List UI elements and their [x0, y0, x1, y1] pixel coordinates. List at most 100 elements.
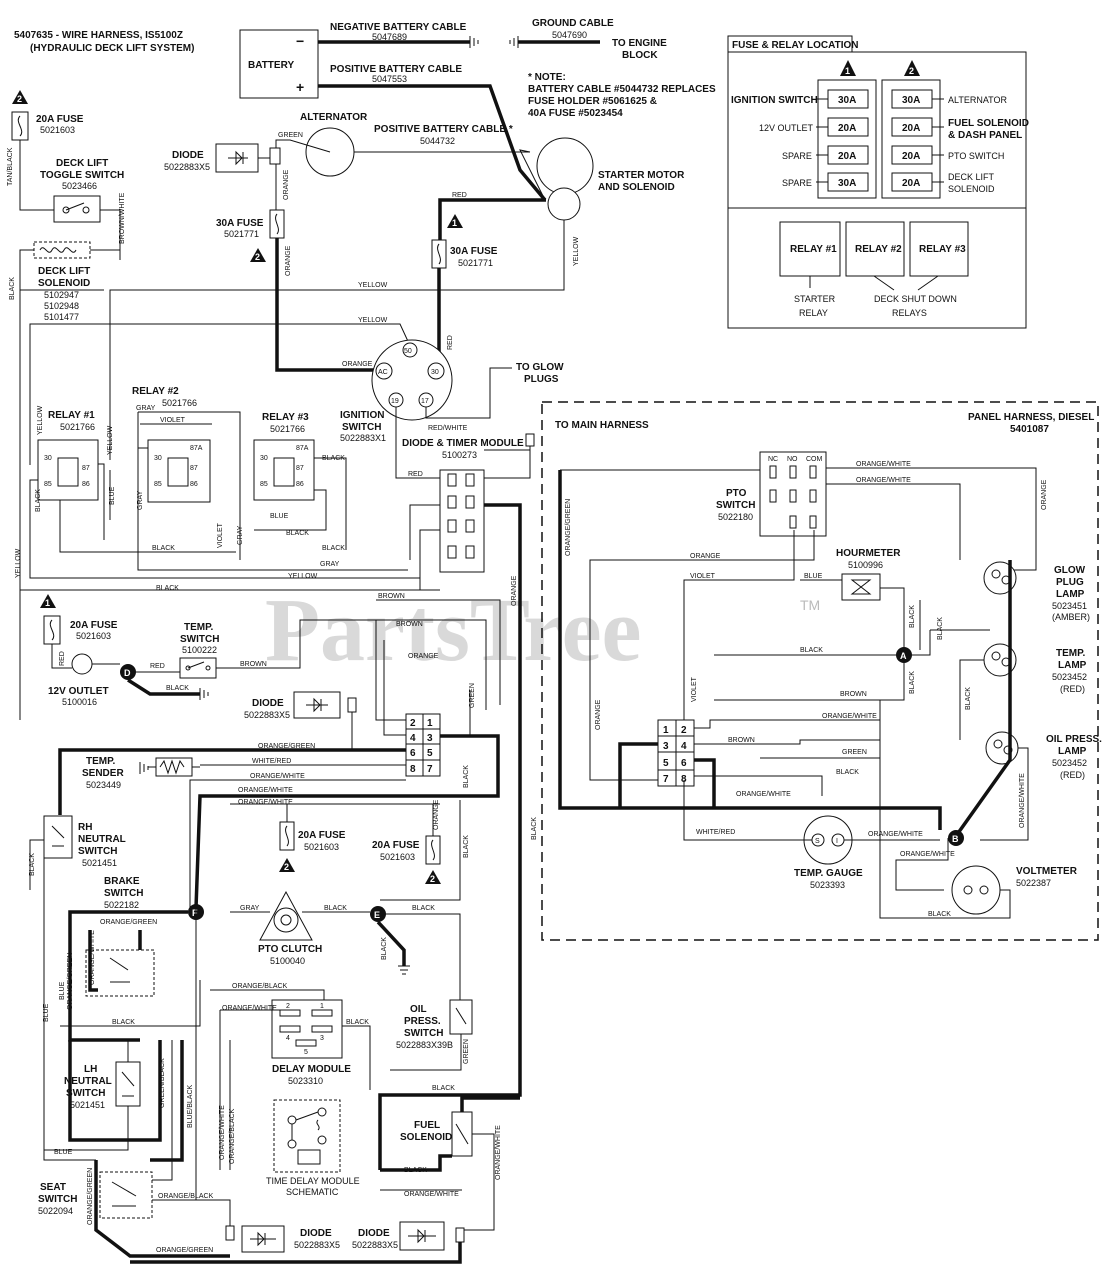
svg-text:BLACK: BLACK	[156, 585, 179, 592]
note-3: FUSE HOLDER #5061625 &	[528, 96, 657, 107]
starter-label-2: AND SOLENOID	[598, 182, 675, 193]
fuse-loc-dash: & DASH PANEL	[948, 130, 1022, 141]
svg-text:AC: AC	[378, 369, 388, 376]
pto-switch-label-1: PTO	[726, 488, 747, 499]
svg-text:5: 5	[304, 1049, 308, 1056]
svg-text:ORANGE/WHITE: ORANGE/WHITE	[219, 1105, 226, 1160]
voltmeter-label: VOLTMETER	[1016, 866, 1078, 877]
pto-clutch-label: PTO CLUTCH	[258, 944, 322, 955]
svg-text:ORANGE/WHITE: ORANGE/WHITE	[856, 461, 911, 468]
brake-label-2: SWITCH	[104, 888, 143, 899]
relay1-part: 5021766	[60, 422, 95, 432]
temp-lamp-part: 5023452	[1052, 672, 1087, 682]
svg-text:ORANGE/GREEN: ORANGE/GREEN	[156, 1247, 213, 1254]
svg-text:NC: NC	[768, 456, 778, 463]
rh-neutral-label-3: SWITCH	[78, 846, 117, 857]
svg-text:BLACK: BLACK	[346, 1019, 369, 1026]
svg-text:ORANGE: ORANGE	[408, 653, 439, 660]
svg-text:RED: RED	[59, 651, 66, 666]
relay-2	[147, 439, 211, 503]
fuse-relay-location-box	[727, 51, 1027, 329]
svg-text:BLACK: BLACK	[112, 1019, 135, 1026]
svg-text:87: 87	[190, 465, 198, 472]
glow-label-1: TO GLOW	[516, 362, 564, 373]
svg-text:I: I	[836, 838, 838, 845]
svg-text:17: 17	[421, 398, 429, 405]
relay-3	[253, 439, 315, 501]
svg-text:COM: COM	[806, 456, 823, 463]
svg-text:30: 30	[431, 369, 439, 376]
panel-harness-boundary	[541, 401, 1099, 941]
svg-text:BLUE: BLUE	[59, 981, 66, 1000]
svg-text:BLACK: BLACK	[909, 671, 916, 694]
note-1: * NOTE:	[528, 72, 566, 83]
fuse-20a-outlet-part: 5021603	[76, 631, 111, 641]
svg-text:ORANGE/WHITE: ORANGE/WHITE	[868, 831, 923, 838]
ground-cable-label: GROUND CABLE	[532, 18, 614, 29]
note-4: 40A FUSE #5023454	[528, 108, 623, 119]
solenoid-part-3: 5101477	[44, 312, 79, 322]
svg-text:ORANGE/WHITE: ORANGE/WHITE	[900, 851, 955, 858]
svg-text:BLACK: BLACK	[404, 1167, 427, 1174]
pos-cable-label: POSITIVE BATTERY CABLE	[330, 64, 462, 75]
main-harness-label: TO MAIN HARNESS	[555, 420, 649, 431]
seat-label-2: SWITCH	[38, 1194, 77, 1205]
svg-text:20A: 20A	[902, 123, 920, 134]
fuse-relay-title-box	[727, 35, 853, 53]
fuse-30a-left-part: 5021771	[224, 229, 259, 239]
fuse-loc-spare1: SPARE	[782, 151, 812, 161]
voltmeter	[951, 865, 1001, 915]
relay-slot-1-label: RELAY #1	[790, 244, 837, 255]
svg-text:BLUE: BLUE	[43, 1003, 50, 1022]
relay2-part: 5021766	[162, 398, 197, 408]
svg-text:1: 1	[45, 598, 50, 608]
svg-text:ORANGE/GREEN: ORANGE/GREEN	[67, 953, 74, 1010]
svg-text:86: 86	[190, 481, 198, 488]
svg-text:WHITE/RED: WHITE/RED	[252, 758, 291, 765]
svg-text:4: 4	[286, 1035, 290, 1042]
svg-text:20A: 20A	[902, 151, 920, 162]
deck-lift-toggle-switch	[53, 195, 101, 223]
svg-text:BLACK: BLACK	[432, 1085, 455, 1092]
svg-text:ORANGE: ORANGE	[690, 553, 721, 560]
engine-block-label-2: BLOCK	[622, 50, 658, 61]
svg-text:87A: 87A	[190, 445, 203, 452]
svg-text:YELLOW: YELLOW	[288, 573, 318, 580]
svg-text:BLUE: BLUE	[54, 1149, 73, 1156]
svg-text:BLACK: BLACK	[286, 530, 309, 537]
svg-text:ORANGE/WHITE: ORANGE/WHITE	[238, 799, 293, 806]
voltmeter-part: 5022387	[1016, 878, 1051, 888]
temp-gauge-label: TEMP. GAUGE	[794, 868, 863, 879]
svg-text:2: 2	[286, 1003, 290, 1010]
fuse-30a-right-label: 30A FUSE	[450, 246, 498, 257]
svg-text:D: D	[124, 668, 131, 678]
diode-bot1-label: DIODE	[300, 1228, 332, 1239]
svg-text:RED: RED	[452, 192, 467, 199]
pos-cable-part: 5047553	[372, 74, 407, 84]
svg-text:YELLOW: YELLOW	[573, 236, 580, 266]
solenoid-label-1: DECK LIFT	[38, 266, 90, 277]
svg-text:2: 2	[255, 252, 260, 262]
svg-text:2: 2	[17, 94, 22, 104]
battery	[239, 29, 319, 99]
marker-1: 1	[845, 66, 850, 76]
svg-text:WHITE/RED: WHITE/RED	[696, 829, 735, 836]
svg-text:3: 3	[663, 741, 669, 752]
svg-text:VIOLET: VIOLET	[160, 417, 186, 424]
header-subtitle: (HYDRAULIC DECK LIFT SYSTEM)	[30, 43, 194, 54]
svg-text:YELLOW: YELLOW	[358, 317, 388, 324]
watermark-tm: TM	[800, 597, 820, 613]
svg-text:BROWN: BROWN	[378, 593, 405, 600]
diode-top-part: 5022883X5	[164, 162, 210, 172]
temp-switch-label-1: TEMP.	[184, 622, 213, 633]
panel-title: PANEL HARNESS, DIESEL	[968, 412, 1094, 423]
svg-text:1: 1	[452, 218, 457, 228]
fuse-slot-l3: 20A	[816, 145, 869, 165]
relay-caption-leaders	[809, 275, 939, 291]
svg-text:8: 8	[681, 774, 687, 785]
rh-neutral-label-1: RH	[78, 822, 92, 833]
fuse-slot-l1: 30A	[816, 89, 869, 109]
svg-text:GREEN: GREEN	[469, 683, 476, 708]
node-b	[948, 830, 964, 846]
